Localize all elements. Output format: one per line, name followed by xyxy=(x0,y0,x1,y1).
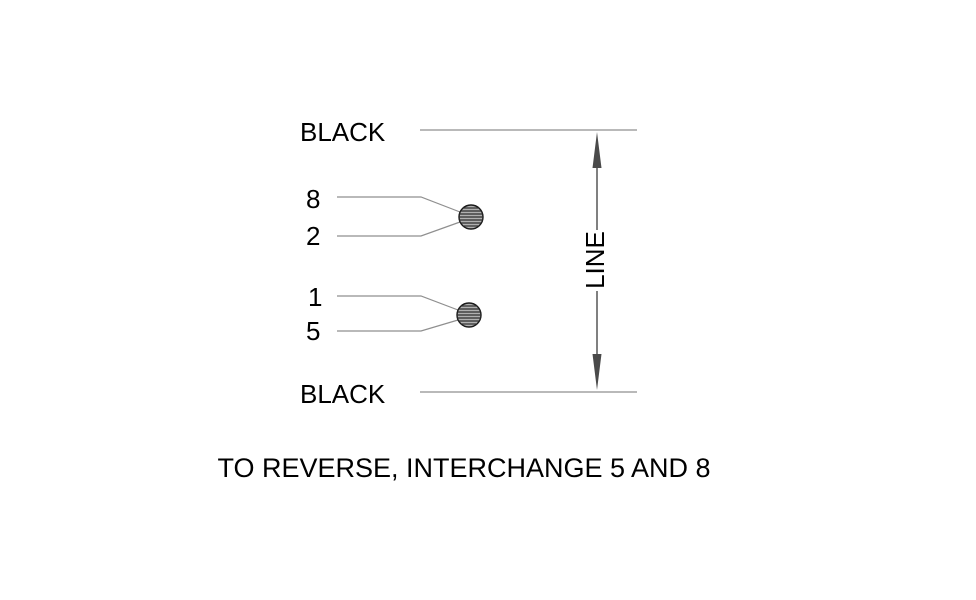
wire-connector-top-hatch xyxy=(459,207,483,227)
terminal-8-label: 8 xyxy=(306,184,320,214)
wire-connector-bottom-hatch xyxy=(457,305,481,325)
dimension-arrow-up-icon xyxy=(592,132,602,168)
leader-line-terminal-8 xyxy=(337,196,461,213)
wire-connector-top xyxy=(458,204,484,230)
top-wire-label: BLACK xyxy=(300,117,386,147)
leader-line-terminal-5 xyxy=(337,319,459,332)
dimension-label: LINE xyxy=(580,231,610,289)
dimension-arrow-down-icon xyxy=(592,354,602,390)
terminal-5-label: 5 xyxy=(306,316,320,346)
leader-line-terminal-2 xyxy=(337,221,461,237)
terminal-1-label: 1 xyxy=(308,282,322,312)
wire-connector-bottom xyxy=(456,302,482,328)
terminal-2-label: 2 xyxy=(306,221,320,251)
bottom-wire-label: BLACK xyxy=(300,379,386,409)
leader-line-terminal-1 xyxy=(337,295,459,311)
line-dimension: LINE xyxy=(580,132,610,390)
diagram-caption: TO REVERSE, INTERCHANGE 5 AND 8 xyxy=(217,453,710,483)
